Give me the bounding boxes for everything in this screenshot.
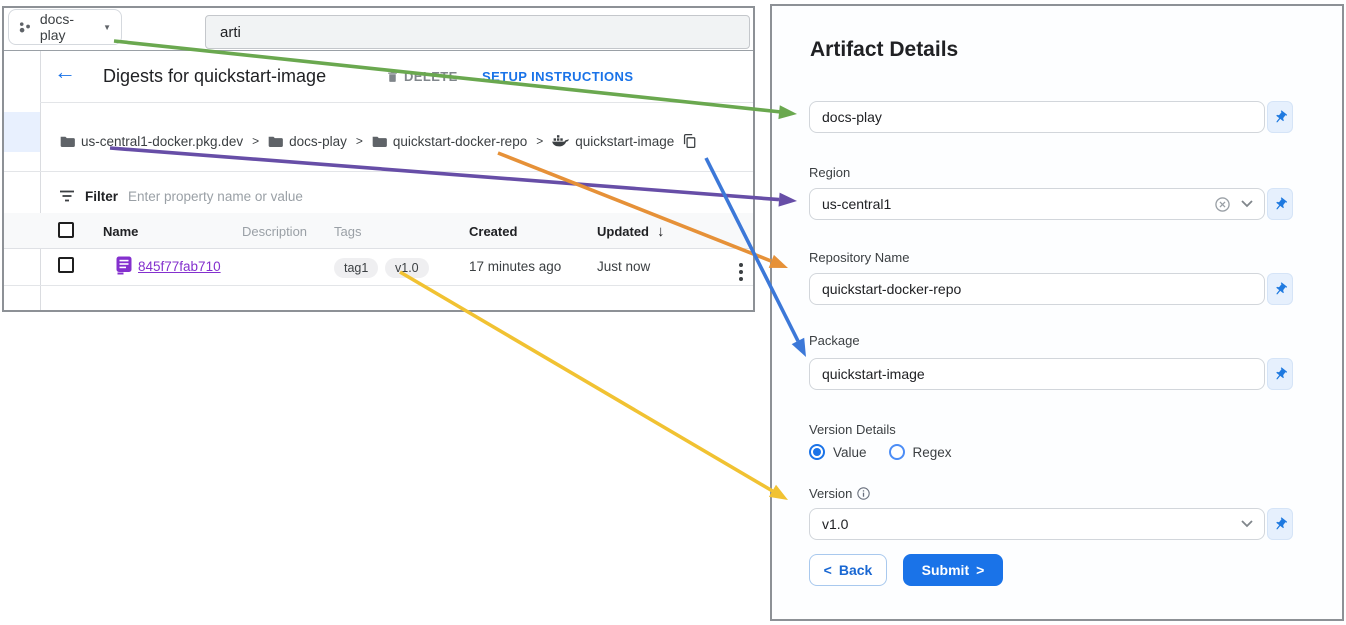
header-divider xyxy=(40,102,753,103)
column-header-tags[interactable]: Tags xyxy=(334,224,362,239)
breadcrumb-divider xyxy=(4,171,753,172)
version-details-label: Version Details xyxy=(809,422,896,437)
column-header-description[interactable]: Description xyxy=(242,224,308,239)
setup-instructions-button[interactable]: SETUP INSTRUCTIONS xyxy=(482,69,633,84)
topbar-divider xyxy=(4,50,753,51)
folder-icon xyxy=(60,136,75,147)
folder-icon xyxy=(268,136,283,147)
radio-value[interactable] xyxy=(809,444,825,460)
filter-label: Filter xyxy=(85,188,119,204)
docker-whale-icon xyxy=(552,134,570,146)
created-cell: 17 minutes ago xyxy=(469,259,562,274)
version-label: Version xyxy=(809,486,871,501)
chevron-left-icon: < xyxy=(823,562,832,578)
page-title: Digests for quickstart-image xyxy=(103,66,327,86)
setup-instructions-label: SETUP INSTRUCTIONS xyxy=(482,69,634,84)
radio-value-label: Value xyxy=(833,444,867,460)
trash-icon xyxy=(388,71,397,82)
version-details-options: Value Regex xyxy=(809,444,952,460)
sort-desc-icon[interactable]: ↓ xyxy=(657,223,665,240)
version-input[interactable] xyxy=(809,508,1265,540)
back-button[interactable]: < Back xyxy=(809,554,887,586)
pin-icon[interactable] xyxy=(1267,101,1293,133)
tag-chip-v1-0[interactable]: v1.0 xyxy=(385,258,429,278)
more-options-icon[interactable] xyxy=(732,259,750,285)
back-arrow-icon[interactable]: ← xyxy=(54,59,76,84)
submit-button-label: Submit xyxy=(921,562,970,578)
package-label: Package xyxy=(809,333,860,348)
folder-icon xyxy=(372,136,387,147)
digest-link[interactable]: 845f77fab710 xyxy=(138,259,221,274)
info-icon[interactable] xyxy=(857,487,871,500)
project-input[interactable] xyxy=(809,101,1265,133)
column-header-name[interactable]: Name xyxy=(103,224,139,239)
pin-icon[interactable] xyxy=(1267,188,1293,220)
breadcrumb-separator: > xyxy=(536,134,544,148)
back-button-label: Back xyxy=(838,562,873,578)
copy-icon[interactable] xyxy=(682,133,696,149)
table-header-divider xyxy=(4,248,753,249)
breadcrumb-repository[interactable]: quickstart-docker-repo xyxy=(372,134,527,149)
project-name: docs-play xyxy=(39,11,75,43)
chevron-down-icon[interactable] xyxy=(1241,520,1253,528)
region-input[interactable] xyxy=(809,188,1265,220)
tag-chip[interactable]: tag1 xyxy=(334,258,379,278)
breadcrumb-registry[interactable]: us-central1-docker.pkg.dev xyxy=(60,134,243,149)
clear-icon[interactable] xyxy=(1215,197,1230,212)
console-window: docs-play ▼ ← Digests for quickstart-ima… xyxy=(2,6,755,312)
column-header-created[interactable]: Created xyxy=(469,224,518,239)
sidebar-selected-item[interactable] xyxy=(4,112,40,152)
delete-button[interactable]: DELETE xyxy=(386,69,458,84)
filter-bar: Filter xyxy=(60,180,489,212)
breadcrumb-package[interactable]: quickstart-image xyxy=(552,134,674,149)
updated-cell: Just now xyxy=(597,259,651,274)
repository-input[interactable] xyxy=(809,273,1265,305)
chevron-down-icon[interactable] xyxy=(1241,200,1253,208)
repository-field xyxy=(809,273,1293,305)
artifact-details-panel: Artifact Details Region xyxy=(770,4,1344,621)
pin-icon[interactable] xyxy=(1267,273,1293,305)
chevron-right-icon: > xyxy=(976,562,985,578)
filter-icon xyxy=(60,190,74,202)
sidebar-divider xyxy=(40,51,41,310)
breadcrumb: us-central1-docker.pkg.dev > docs-play >… xyxy=(60,126,696,156)
select-all-checkbox[interactable] xyxy=(58,222,74,238)
pin-icon[interactable] xyxy=(1267,358,1293,390)
project-switcher-button[interactable]: docs-play ▼ xyxy=(8,9,122,45)
radio-regex[interactable] xyxy=(888,444,905,460)
caret-down-icon: ▼ xyxy=(103,22,111,32)
column-header-updated[interactable]: Updated xyxy=(597,224,649,239)
delete-label: DELETE xyxy=(404,69,458,84)
project-field xyxy=(809,101,1293,133)
radio-regex-label: Regex xyxy=(912,444,952,460)
version-field xyxy=(809,508,1293,540)
region-label: Region xyxy=(809,165,851,180)
digest-icon xyxy=(116,256,132,275)
breadcrumb-separator: > xyxy=(355,134,363,148)
pin-icon[interactable] xyxy=(1267,508,1293,540)
project-icon xyxy=(19,21,30,32)
submit-button[interactable]: Submit > xyxy=(903,554,1003,586)
breadcrumb-separator: > xyxy=(252,134,260,148)
repository-label: Repository Name xyxy=(809,250,910,265)
panel-title: Artifact Details xyxy=(810,38,959,61)
filter-input[interactable] xyxy=(128,188,489,204)
package-field xyxy=(809,358,1293,390)
row-divider xyxy=(4,285,753,286)
region-field xyxy=(809,188,1293,220)
package-input[interactable] xyxy=(809,358,1265,390)
search-input[interactable] xyxy=(205,15,750,49)
row-checkbox[interactable] xyxy=(58,257,74,273)
breadcrumb-project[interactable]: docs-play xyxy=(268,134,347,149)
